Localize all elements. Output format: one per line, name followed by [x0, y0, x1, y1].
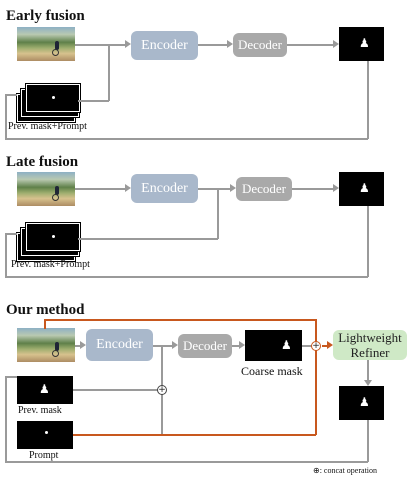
late-encoder-block: Encoder: [131, 174, 198, 203]
early-link-enc-dec: [198, 44, 227, 46]
ours-link-img-enc: [75, 345, 80, 347]
early-prompt-mask: [25, 83, 81, 113]
late-inputs-label: Prev. mask+Prompt: [11, 259, 90, 270]
concat-operator-prevmask: +: [157, 385, 167, 395]
early-link-dec-out: [287, 44, 333, 46]
prev-mask-label: Prev. mask: [18, 405, 62, 416]
late-output-mask: ♟: [339, 172, 384, 206]
ours-encoder-block: Encoder: [86, 329, 153, 361]
late-link-mask-up: [217, 189, 219, 239]
ours-link-dec-coarse: [232, 345, 239, 347]
early-arrow-enc: [125, 40, 131, 48]
ours-arrow-refiner: [327, 341, 333, 349]
output-figure-icon: ♟: [359, 181, 370, 195]
bike-wheel: [52, 350, 59, 357]
early-input-frame: [17, 27, 75, 61]
ours-orange-top: [44, 319, 316, 321]
coarse-mask-figure-icon: ♟: [281, 338, 292, 352]
late-feedback-bottom: [5, 276, 368, 278]
early-inputs-label: Prev. mask+Prompt: [8, 121, 87, 132]
late-link-enc-dec: [198, 188, 230, 190]
late-decoder-block: Decoder: [236, 177, 292, 201]
cyclist-figure: [55, 41, 59, 50]
late-link-mask-right: [78, 238, 218, 240]
ours-orange-img-up: [44, 319, 46, 329]
early-link-mask-right: [78, 100, 109, 102]
early-fusion-title: Early fusion: [6, 8, 85, 24]
lightweight-refiner-block: Lightweight Refiner: [333, 330, 407, 360]
early-link-mask-up: [108, 45, 110, 101]
cyclist-figure: [55, 186, 59, 195]
ours-link-enc-dec: [153, 345, 172, 347]
cyclist-figure: [55, 342, 59, 351]
our-method-title: Our method: [6, 302, 85, 318]
late-feedback-down: [367, 206, 369, 277]
ours-orange-prompt: [73, 434, 316, 436]
concat-legend: ⊕: concat operation: [313, 466, 377, 475]
bike-wheel: [52, 194, 59, 201]
late-link-img-enc: [75, 188, 125, 190]
late-feedback-in: [5, 233, 17, 235]
concat-legend-symbol: ⊕: [313, 466, 320, 475]
early-encoder-block: Encoder: [131, 31, 198, 60]
concat-legend-text: : concat operation: [319, 466, 378, 475]
ours-feedback-in: [5, 376, 17, 378]
coarse-mask-label: Coarse mask: [241, 364, 303, 378]
late-fusion-title: Late fusion: [6, 154, 79, 170]
prompt-point: [52, 96, 55, 99]
ours-arrow-enc: [80, 341, 86, 349]
early-feedback-bottom: [5, 138, 368, 140]
late-input-frame: [17, 172, 75, 206]
ours-feedback-down: [367, 420, 369, 462]
prompt-point: [45, 431, 48, 434]
late-feedback-up: [5, 233, 7, 277]
early-feedback-up: [5, 94, 7, 139]
concat-operator-refine: +: [311, 341, 321, 351]
ours-decoder-block: Decoder: [178, 334, 232, 358]
early-feedback-in: [5, 94, 17, 96]
ours-orange-concat-refiner: [322, 345, 327, 347]
early-link-img-enc: [75, 44, 125, 46]
prompt-label: Prompt: [29, 450, 59, 461]
late-arrow-out: [333, 184, 339, 192]
ours-input-frame: [17, 328, 75, 362]
early-arrow-dec: [227, 40, 233, 48]
bike-wheel: [52, 49, 59, 56]
output-figure-icon: ♟: [359, 36, 370, 50]
ours-prev-mask: ♟: [17, 376, 73, 404]
late-prompt-mask: [25, 222, 81, 252]
prev-mask-figure-icon: ♟: [39, 382, 50, 396]
prompt-point: [52, 235, 55, 238]
ours-orange-right: [315, 319, 317, 435]
late-arrow-dec: [230, 184, 236, 192]
early-arrow-out: [333, 40, 339, 48]
coarse-mask: ♟: [245, 330, 302, 361]
ours-output-mask: ♟: [339, 386, 384, 420]
output-figure-icon: ♟: [359, 395, 370, 409]
ours-arrow-dec: [172, 341, 178, 349]
early-output-mask: ♟: [339, 27, 384, 61]
early-decoder-block: Decoder: [233, 33, 287, 57]
ours-link-prevmask: [73, 389, 162, 391]
late-link-dec-out: [292, 188, 333, 190]
late-arrow-enc: [125, 184, 131, 192]
ours-link-coarse-concat: [302, 345, 312, 347]
ours-arrow-out: [364, 380, 372, 386]
early-feedback-down: [367, 61, 369, 139]
ours-prompt-mask: [17, 421, 73, 449]
ours-feedback-bottom: [5, 461, 368, 463]
ours-arrow-coarse: [239, 341, 245, 349]
ours-link-refiner-out: [367, 360, 369, 380]
ours-feedback-up: [5, 376, 7, 462]
